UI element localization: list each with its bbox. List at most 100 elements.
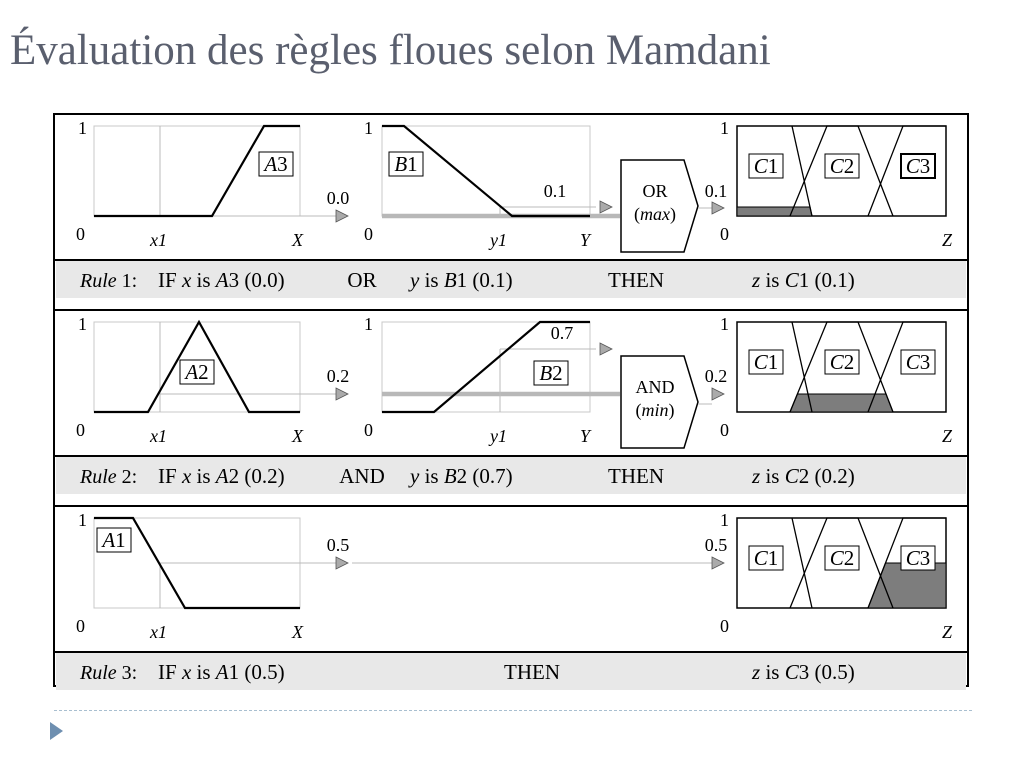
- rule-2-c1-edge: [791, 321, 813, 413]
- rule-3-antecedent-x: IF x is A1 (0.5): [158, 660, 285, 684]
- rule-2-x-set-label: A2: [183, 360, 208, 384]
- rule-2-y-arrow: [599, 342, 613, 356]
- rule-3-c3-outline: [867, 517, 946, 609]
- rule-2-x-panel: [93, 321, 301, 413]
- rule-3-x-degree-value: 0.5: [327, 535, 350, 555]
- rule-1-z-result-value: 0.1: [705, 181, 728, 201]
- rule-3-band: [56, 652, 966, 690]
- rule-1-z-one: 1: [720, 118, 729, 138]
- rule-3-z-set-c1: C1: [754, 546, 779, 570]
- slide-title: Évaluation des règles floues selon Mamda…: [10, 27, 771, 74]
- rule-1-x-arrow: [335, 209, 349, 223]
- rule-2-z-set-c2: C2: [830, 350, 855, 374]
- rule-2-antecedent-x: IF x is A2 (0.2): [158, 464, 285, 488]
- rule-2-z-set-c1: C1: [754, 350, 779, 374]
- rule-2-z-zero: 0: [720, 420, 729, 440]
- rule-1-z-set-c2: C2: [830, 154, 855, 178]
- rule-2-z-one: 1: [720, 314, 729, 334]
- rule-2-x-var: X: [291, 426, 304, 446]
- rule-2-x-zero: 0: [76, 420, 85, 440]
- footer-divider: [54, 710, 972, 711]
- rule-1-x-tick: x1: [149, 230, 167, 250]
- rule-1-consequent-shaded-area: [736, 206, 813, 217]
- rule-3-c2-outline: [789, 517, 894, 609]
- rule-3-x-one: 1: [78, 510, 87, 530]
- rule-2-y-degree-value: 0.7: [551, 323, 574, 343]
- play-arrow-icon: [50, 722, 63, 740]
- rule-1-then: THEN: [608, 268, 664, 292]
- rule-2-antecedent-y: y is B2 (0.7): [408, 464, 513, 488]
- rule-1-band: [56, 260, 966, 298]
- rule-1-y-arrow: [599, 200, 613, 214]
- rule-2-z-arrow: [711, 387, 725, 401]
- rule-1-x-membership: [94, 124, 300, 218]
- rule-2-y-zero: 0: [364, 420, 373, 440]
- rule-2-x-membership: [94, 319, 300, 414]
- rule-2-z-var: Z: [942, 426, 953, 446]
- rule-2-z-set-c3-box: [900, 349, 936, 375]
- rule-2-then: THEN: [608, 464, 664, 488]
- rule-1-operator-func: (max): [634, 204, 676, 225]
- rule-3-then: THEN: [504, 660, 560, 684]
- rule-1-z-set-c1-box: [748, 153, 784, 179]
- rule-2-operator-node: [620, 355, 699, 449]
- rule-1-x-set-label: A3: [262, 152, 287, 176]
- rule-3-x-zero: 0: [76, 616, 85, 636]
- rule-2-operator-func: (min): [636, 400, 675, 421]
- rule-3-consequent: z is C3 (0.5): [751, 660, 855, 684]
- rule-1-y-set-label-box: [388, 151, 424, 177]
- rule-3-z-set-c2-box: [824, 545, 860, 571]
- rule-1-label: Rule 1:: [79, 270, 137, 292]
- rule-3-x-arrow: [335, 556, 349, 570]
- rule-2-z-set-c2-box: [824, 349, 860, 375]
- rule-3-x-var: X: [291, 622, 304, 642]
- rule-1-x-degree-value: 0.0: [327, 188, 350, 208]
- rule-3-label: Rule 3:: [79, 662, 137, 684]
- rule-1-y-set-label: B1: [394, 152, 417, 176]
- rule-1-consequent: z is C1 (0.1): [751, 268, 855, 292]
- rule-2-c3-outline: [867, 321, 946, 413]
- rule-2-consequent-shaded-area: [789, 393, 894, 413]
- rule-1-z-zero: 0: [720, 224, 729, 244]
- rule-2-x-one: 1: [78, 314, 87, 334]
- rule-1-y-degree-value: 0.1: [544, 181, 567, 201]
- rule-3-z-set-c1-box: [748, 545, 784, 571]
- rule-1-x-set-label-box: [258, 151, 294, 177]
- rule-2-label: Rule 2:: [79, 466, 137, 488]
- rule-2-z-set-c3: C3: [906, 350, 931, 374]
- rule-2-x-set-label-box: [179, 359, 215, 385]
- rule-1-z-var: Z: [942, 230, 953, 250]
- rule-2-y-var: Y: [580, 426, 592, 446]
- rule-1-x-one: 1: [78, 118, 87, 138]
- rule-2-x-degree-value: 0.2: [327, 366, 350, 386]
- rule-3-x-tick: x1: [149, 622, 167, 642]
- rule-3-z-result-value: 0.5: [705, 535, 728, 555]
- rule-2-y-one: 1: [364, 314, 373, 334]
- rule-1-c1-edge: [791, 125, 813, 217]
- rule-1-z-set-c3-box: [900, 153, 936, 179]
- rule-2-connector: AND: [339, 464, 385, 488]
- rule-1-z-arrow: [711, 201, 725, 215]
- rule-2-x-tick: x1: [149, 426, 167, 446]
- rule-1-y-var: Y: [580, 230, 592, 250]
- rule-1-c3-outline: [867, 125, 946, 217]
- rule-1-connector: OR: [347, 268, 376, 292]
- rule-1-z-set-c1: C1: [754, 154, 779, 178]
- rule-1-operator-name: OR: [642, 181, 667, 201]
- rule-1-x-var: X: [291, 230, 304, 250]
- rule-2-z-result-value: 0.2: [705, 366, 728, 386]
- rule-3-z-arrow: [711, 556, 725, 570]
- rule-3-z-set-c3-box: [900, 545, 936, 571]
- rule-3-z-zero: 0: [720, 616, 729, 636]
- rule-2-y-set-label-box: [533, 360, 569, 386]
- rule-3-z-var: Z: [942, 622, 953, 642]
- rule-2-x-arrow: [335, 387, 349, 401]
- rule-2-y-membership: [382, 320, 590, 414]
- rule-3-x-set-label-box: [96, 527, 132, 553]
- rule-1-y-zero: 0: [364, 224, 373, 244]
- rule-1-z-set-c2-box: [824, 153, 860, 179]
- rule-1-y-one: 1: [364, 118, 373, 138]
- rule-1-x-zero: 0: [76, 224, 85, 244]
- rule-3-z-set-c3: C3: [906, 546, 931, 570]
